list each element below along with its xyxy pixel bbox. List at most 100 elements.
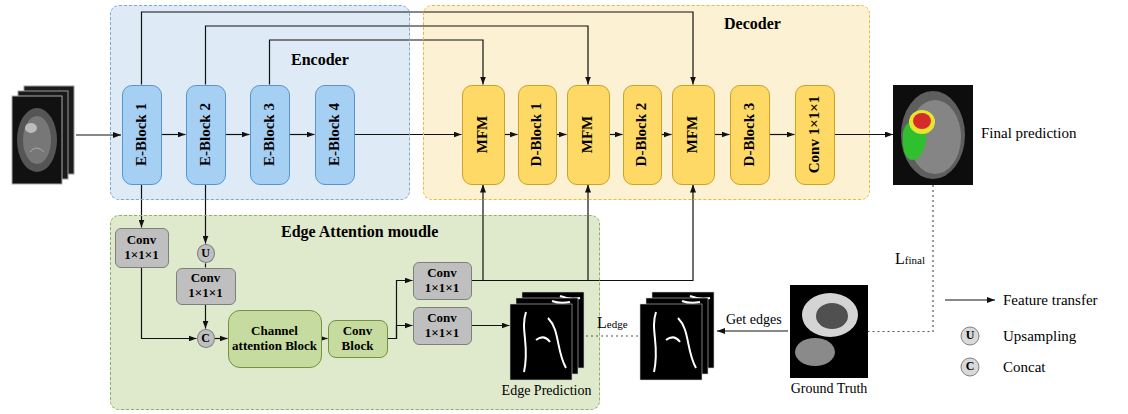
encoder-panel-fill bbox=[110, 5, 410, 200]
block-label: U bbox=[199, 247, 212, 261]
block-label: MFM bbox=[475, 116, 490, 153]
feature-arrow bbox=[226, 134, 250, 135]
feature-arrow bbox=[322, 338, 328, 339]
decoder-block: D-Block 2 bbox=[623, 85, 662, 185]
legend-symbol: U bbox=[966, 329, 975, 342]
feature-arrow bbox=[205, 263, 206, 267]
attention-panel: Conv 1×1×1 U Conv 1×1×1C Channel attention … bbox=[110, 215, 600, 410]
upsample-circle: U bbox=[197, 244, 215, 264]
feature-arrow bbox=[162, 134, 186, 135]
edge-attention-panel-fill bbox=[110, 215, 600, 410]
edge-ground-truth-art bbox=[640, 292, 714, 380]
input-arrow bbox=[76, 134, 121, 135]
legend-text: Concat bbox=[1003, 359, 1046, 376]
panel-title: Decoder bbox=[724, 15, 781, 33]
feature-arrow bbox=[290, 134, 315, 135]
block-label: D-Block 2 bbox=[635, 103, 650, 167]
feature-arrow bbox=[662, 134, 672, 135]
feature-arrow bbox=[505, 134, 518, 135]
loss-label: Ledge bbox=[597, 313, 628, 332]
prediction-image: Final prediction bbox=[893, 85, 973, 185]
feature-arrow bbox=[205, 305, 206, 329]
fusion-block: MFM bbox=[462, 85, 505, 185]
legend-text: Feature transfer bbox=[1003, 292, 1098, 309]
loss-line bbox=[868, 185, 933, 332]
conv-block: Conv 1×1×1 bbox=[413, 262, 472, 300]
get-edges-arrow bbox=[717, 330, 788, 331]
input-mri-stack bbox=[12, 86, 74, 184]
block-label: Conv Block bbox=[329, 324, 387, 354]
decoder-block: D-Block 3 bbox=[730, 85, 770, 185]
arrow-label: Get edges bbox=[726, 312, 782, 327]
legend-text: Upsampling bbox=[1003, 328, 1076, 345]
truth-image: Ground Truth bbox=[790, 285, 868, 378]
feature-arrow bbox=[472, 185, 484, 281]
panel-title: Edge Attention moudle bbox=[281, 223, 438, 241]
conv-block: Conv 1×1×1 bbox=[413, 307, 472, 345]
image-caption: Ground Truth bbox=[791, 381, 868, 396]
edge-image: Edge Prediction bbox=[510, 292, 584, 380]
feature-arrow bbox=[472, 185, 589, 281]
fusion-block: MFM bbox=[672, 85, 715, 185]
block-label: Conv 1×1×1 bbox=[807, 96, 822, 174]
feature-arrow bbox=[215, 338, 228, 339]
legend-samples bbox=[945, 300, 995, 376]
block-label: C bbox=[199, 332, 212, 346]
block-label: D-Block 3 bbox=[742, 103, 757, 167]
block-label: Conv 1×1×1 bbox=[177, 271, 235, 301]
block-label: E-Block 3 bbox=[262, 103, 277, 166]
feature-arrow bbox=[835, 134, 894, 135]
encoder-panel: E-Block 1 E-Block 2 E-Block 3 E-Block 4 Enco… bbox=[110, 5, 410, 200]
prediction-image-art bbox=[893, 85, 973, 185]
legend-symbol: C bbox=[966, 360, 975, 373]
image-caption: Edge Prediction bbox=[502, 383, 592, 398]
fusion-block: MFM bbox=[567, 85, 610, 185]
block-label: E-Block 1 bbox=[134, 103, 149, 166]
block-label: Conv 1×1×1 bbox=[414, 311, 471, 341]
feature-arrow bbox=[270, 40, 484, 85]
block-label: MFM bbox=[580, 116, 595, 153]
ground-truth-art bbox=[790, 285, 868, 378]
feature-arrow bbox=[472, 325, 510, 326]
block-label: E-Block 4 bbox=[327, 103, 342, 166]
block-label: Channel attention Block bbox=[229, 324, 321, 354]
feature-arrow bbox=[472, 185, 694, 281]
feature-arrow bbox=[770, 134, 795, 135]
decoder-panel: MFM D-Block 1 MFM D-Block 2 MFM D-Block 3 Conv… bbox=[423, 5, 870, 200]
block-label: Conv 1×1×1 bbox=[414, 266, 471, 296]
feature-arrow bbox=[388, 281, 413, 339]
block-label: E-Block 2 bbox=[198, 103, 213, 166]
image-caption: Final prediction bbox=[981, 125, 1076, 142]
edge-loss-line bbox=[586, 335, 638, 336]
attention-block: Channel attention Block bbox=[228, 310, 322, 368]
encoder-block: E-Block 1 bbox=[122, 85, 162, 185]
decoder-panel-fill bbox=[423, 5, 870, 200]
feature-arrow bbox=[355, 134, 462, 135]
feature-arrow bbox=[142, 12, 694, 85]
feature-arrow bbox=[141, 185, 142, 228]
feature-arrow bbox=[206, 26, 589, 85]
block-label: MFM bbox=[685, 116, 700, 153]
feature-arrow bbox=[557, 134, 567, 135]
conv-block: Conv Block bbox=[328, 320, 388, 358]
conv-block: Conv 1×1×1 bbox=[115, 228, 169, 268]
block-label: Conv 1×1×1 bbox=[116, 233, 168, 263]
encoder-block: E-Block 3 bbox=[250, 85, 290, 185]
feature-arrow bbox=[388, 326, 413, 339]
decoder-block: D-Block 1 bbox=[518, 85, 557, 185]
conv-block: Conv 1×1×1 bbox=[176, 268, 236, 305]
feature-arrow bbox=[715, 134, 730, 135]
encoder-block: E-Block 2 bbox=[186, 85, 226, 185]
encoder-block: E-Block 4 bbox=[315, 85, 355, 185]
loss-label: Lfinal bbox=[895, 249, 925, 268]
block-label: D-Block 1 bbox=[530, 103, 545, 167]
concat-circle: C bbox=[197, 329, 215, 349]
edge-prediction-art bbox=[510, 292, 584, 380]
feature-arrow bbox=[610, 134, 623, 135]
conv-block: Conv 1×1×1 bbox=[795, 85, 835, 185]
panel-title: Encoder bbox=[291, 51, 349, 69]
